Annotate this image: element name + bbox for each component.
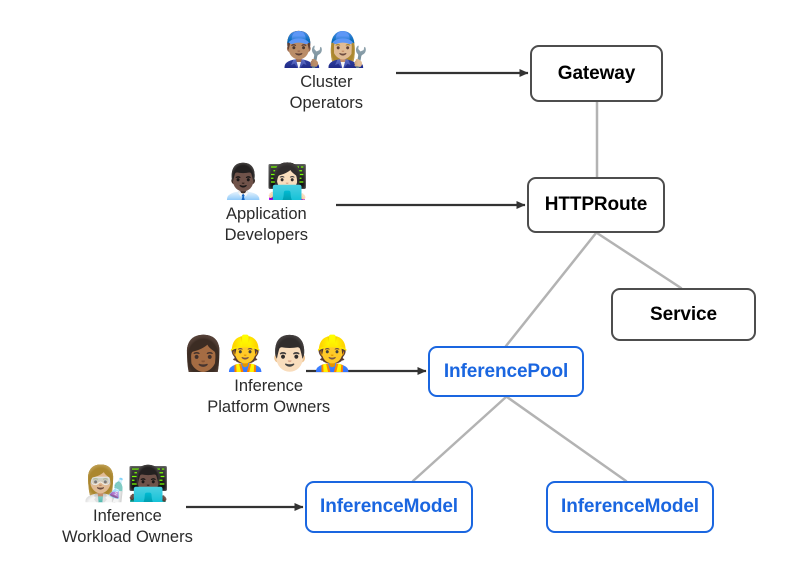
node-inferencepool[interactable]: InferencePool: [428, 346, 584, 397]
man-mechanic-icon-and-woman-mechanic-icon: 👨🏽‍🔧👩🏼‍🔧: [282, 30, 371, 70]
actor-label-line1: Application: [225, 205, 307, 223]
edge-inferencepool-inferencemodel-left: [411, 395, 508, 483]
node-httproute[interactable]: HTTPRoute: [527, 177, 665, 233]
woman-construction-worker-icon-and-man-construction-worker-icon: 👩🏾‍👷👨🏻‍👷: [182, 334, 356, 374]
node-service[interactable]: Service: [611, 288, 756, 341]
node-gateway[interactable]: Gateway: [530, 45, 663, 102]
man-office-worker-icon-and-woman-technologist-icon: 👨🏿‍💼👩🏻‍💻: [222, 162, 311, 202]
actor-label-line1: Inference: [234, 377, 304, 395]
persona-arrows: [186, 69, 529, 511]
node-inferencemodel-right[interactable]: InferenceModel: [546, 481, 714, 533]
woman-scientist-icon-and-man-technologist-icon: 👩🏼‍🔬👨🏿‍💻: [83, 464, 172, 504]
actor-label-line1: Cluster: [300, 73, 353, 91]
node-inferencemodel-left[interactable]: InferenceModel: [305, 481, 473, 533]
actor-label-line1: Inference: [93, 507, 162, 525]
edge-inferencepool-inferencemodel-right: [505, 395, 628, 483]
actor-label-line2: Operators: [289, 94, 364, 112]
actor-label-line2: Workload Owners: [62, 528, 193, 546]
edge-httproute-service: [595, 231, 683, 290]
actor-label-line2: Platform Owners: [207, 398, 331, 416]
actor-label-line2: Developers: [224, 226, 309, 244]
edge-httproute-inferencepool: [504, 231, 598, 348]
